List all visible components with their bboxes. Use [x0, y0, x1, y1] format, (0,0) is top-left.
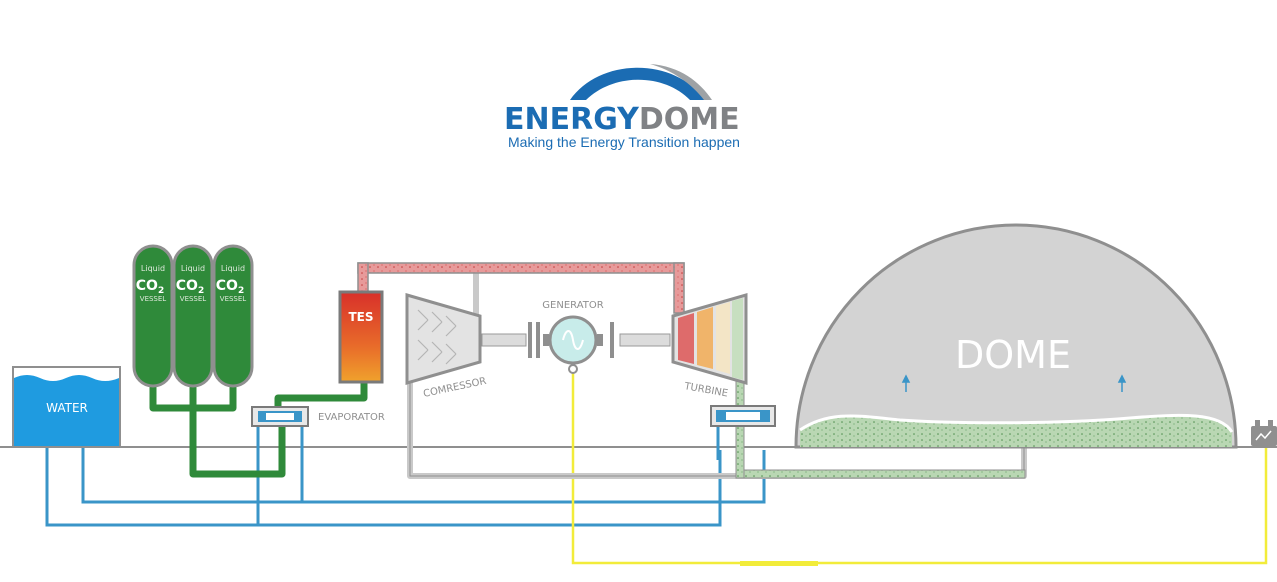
evaporator-label: EVAPORATOR	[318, 412, 385, 423]
water-label: WATER	[46, 401, 88, 415]
svg-text:VESSEL: VESSEL	[180, 295, 207, 303]
generator-label: GENERATOR	[542, 300, 603, 311]
compressor-label: COMRESSOR	[422, 376, 487, 400]
svg-text:CO2: CO2	[176, 278, 204, 296]
svg-text:VESSEL: VESSEL	[140, 295, 167, 303]
dome-label: DOME	[955, 333, 1071, 377]
co2-vessels: Liquid CO2 VESSEL Liquid CO2 VESSEL Liqu…	[132, 244, 254, 388]
drive-shaft	[481, 322, 671, 358]
turbine-label: TURBINE	[682, 381, 728, 400]
grid-connection-icon	[1251, 420, 1277, 446]
water-tank: WATER	[12, 366, 121, 448]
evaporator: EVAPORATOR	[251, 406, 385, 427]
heat-exchanger	[710, 405, 776, 427]
gas-dome: DOME	[794, 223, 1238, 449]
svg-text:Liquid: Liquid	[141, 264, 165, 273]
svg-text:VESSEL: VESSEL	[220, 295, 247, 303]
svg-text:Liquid: Liquid	[181, 264, 205, 273]
co2-vessel: Liquid CO2 VESSEL	[172, 244, 214, 388]
tes-label: TES	[348, 310, 373, 324]
up-arrow-icon	[901, 374, 911, 392]
gas-pipe	[739, 469, 1026, 479]
svg-text:CO2: CO2	[216, 278, 244, 296]
energydome-logo: ENERGYDOME Making the Energy Transition …	[500, 52, 780, 157]
electric-line	[571, 372, 1268, 565]
brand-tagline: Making the Energy Transition happen	[508, 134, 740, 150]
logo-arc-icon	[570, 64, 712, 100]
brand-name: ENERGYDOME	[504, 102, 740, 137]
thermal-energy-storage: TES	[338, 290, 384, 384]
co2-vessel: Liquid CO2 VESSEL	[212, 244, 254, 388]
electric-line-highlight	[740, 561, 818, 566]
svg-text:CO2: CO2	[136, 278, 164, 296]
generator: GENERATOR	[542, 300, 604, 374]
svg-text:Liquid: Liquid	[221, 264, 245, 273]
co2-vessel: Liquid CO2 VESSEL	[132, 244, 174, 388]
up-arrow-icon	[1117, 374, 1127, 392]
generator-sine-icon	[562, 330, 584, 350]
